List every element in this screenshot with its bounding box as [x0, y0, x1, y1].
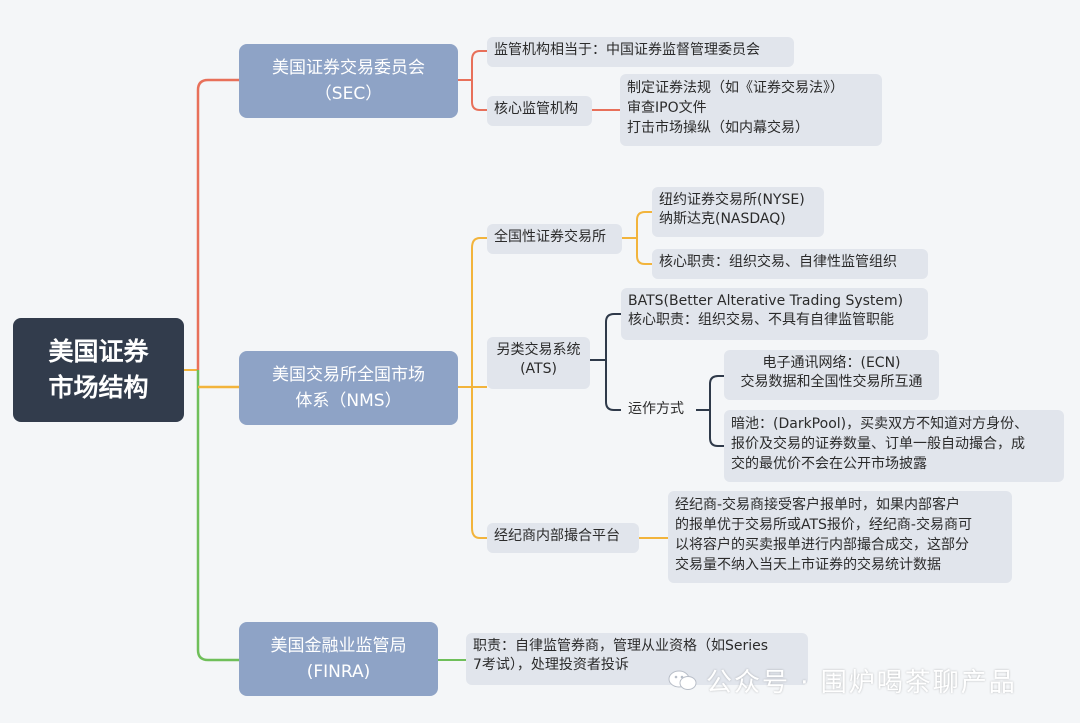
- watermark-text: 公众号 · 围炉喝茶聊产品: [706, 667, 1017, 698]
- sec-regulator-equivalent: 监管机构相当于：中国证券监督管理委员会: [487, 37, 794, 67]
- nms-node: 美国交易所全国市场 体系（NMS）: [239, 351, 458, 425]
- ats-label: 另类交易系统 (ATS): [487, 337, 590, 389]
- finra-node: 美国金融业监管局 (FINRA): [239, 622, 438, 696]
- ats-darkpool: 暗池：(DarkPool)，买卖双方不知道对方身份、 报价及交易的证券数量、订单…: [724, 410, 1064, 482]
- sec-core-regulator-label: 核心监管机构: [487, 96, 592, 126]
- sec-core-duties: 制定证券法规（如《证券交易法》） 审查IPO文件 打击市场操纵（如内幕交易）: [620, 74, 882, 146]
- wechat-icon: [668, 670, 697, 690]
- watermark: 公众号 · 围炉喝茶聊产品: [668, 662, 1017, 698]
- sec-node: 美国证券交易委员会 （SEC）: [239, 44, 458, 118]
- internal-matching-label: 经纪商内部撮合平台: [487, 523, 639, 553]
- root-node-us-securities-market-structure: 美国证券 市场结构: [13, 318, 184, 422]
- ats-ecn: 电子通讯网络：(ECN) 交易数据和全国性交易所互通: [724, 350, 939, 400]
- national-exchanges-label: 全国性证券交易所: [487, 224, 622, 254]
- ats-bats: BATS(Better Alterative Trading System) 核…: [621, 288, 928, 340]
- ats-operation-label: 运作方式: [628, 401, 684, 417]
- national-exchanges-duty: 核心职责：组织交易、自律性监管组织: [652, 249, 928, 279]
- finra-duty: 职责：自律监管券商，管理从业资格（如Series 7考试），处理投资者投诉: [466, 633, 808, 685]
- internal-matching-desc: 经纪商-交易商接受客户报单时，如果内部客户 的报单优于交易所或ATS报价，经纪商…: [668, 491, 1012, 583]
- national-exchanges-list: 纽约证券交易所(NYSE) 纳斯达克(NASDAQ): [652, 187, 824, 237]
